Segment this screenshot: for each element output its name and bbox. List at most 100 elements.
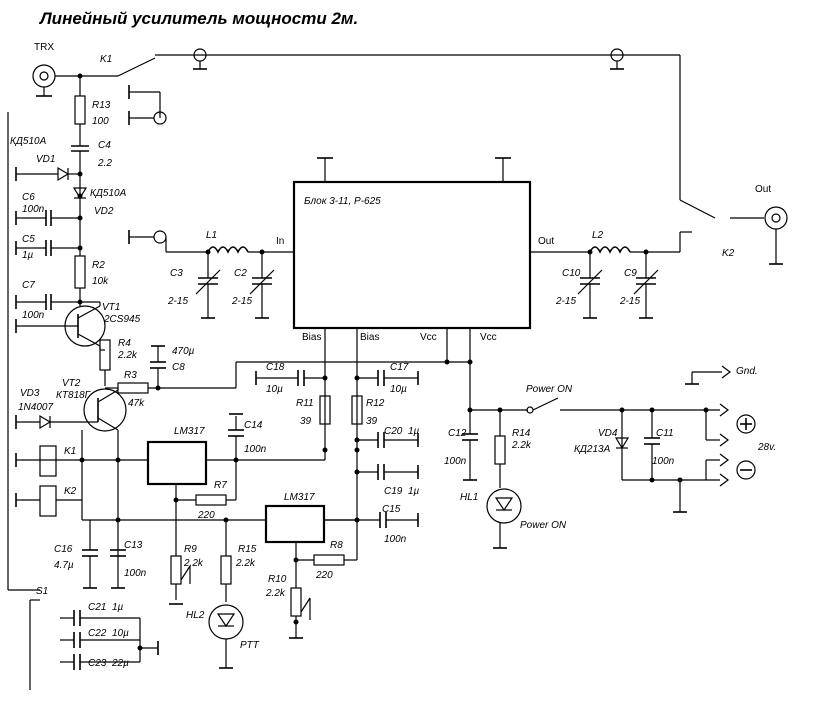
c16-label: C16: [54, 544, 73, 555]
r3-value: 47k: [128, 398, 145, 409]
power-switch-label: Power ON: [526, 384, 573, 395]
r10: [290, 587, 302, 617]
vt2: [83, 388, 127, 432]
c9-value: 2-15: [619, 296, 640, 307]
c6-label: C6: [22, 192, 35, 203]
vcc1-label: Vcc: [420, 332, 437, 343]
c22-value: 10µ: [112, 628, 129, 639]
vt1: [22, 302, 106, 347]
c8-value: 470µ: [172, 346, 195, 357]
r8-label: R8: [330, 540, 343, 551]
r13-value: 100: [92, 116, 109, 127]
r4-label: R4: [118, 338, 131, 349]
block-out-label: Out: [538, 236, 554, 247]
r9-label: R9: [184, 544, 197, 555]
c10-label: C10: [562, 268, 581, 279]
vt1-label: VT1: [102, 302, 120, 313]
vd2: [72, 187, 88, 200]
c21-value: 1µ: [112, 602, 124, 613]
c11-label: C11: [656, 428, 674, 439]
c7-value: 100n: [22, 310, 45, 321]
c9-label: C9: [624, 268, 637, 279]
block-name: Блок 3-11, Р-625: [304, 196, 381, 207]
c23-value: 22µ: [111, 658, 129, 669]
trx-label: TRX: [34, 42, 54, 53]
vd1: [57, 166, 70, 182]
c13-value: 100n: [124, 568, 147, 579]
vd2-type: КД510А: [90, 188, 127, 199]
r14-value: 2.2k: [511, 440, 532, 451]
r11-value: 39: [300, 416, 312, 427]
vd1-type: КД510А: [10, 136, 47, 147]
c13-label: C13: [124, 540, 143, 551]
r8: [313, 554, 345, 566]
c10-value: 2-15: [555, 296, 576, 307]
c2-value: 2-15: [231, 296, 252, 307]
c22-label: C22: [88, 628, 107, 639]
r2: [74, 255, 86, 289]
plus-terminal-icon: [736, 414, 756, 434]
c23-label: C23: [88, 658, 107, 669]
vt2-type: КТ818Г: [56, 390, 92, 401]
c4-value: 2.2: [97, 158, 112, 169]
terminal-block: [719, 403, 729, 487]
vd4-type: КД213А: [574, 444, 611, 455]
r7: [195, 494, 227, 506]
r9: [170, 555, 182, 585]
l1: [207, 246, 249, 254]
c3-value: 2-15: [167, 296, 188, 307]
r11: [319, 395, 331, 425]
r2-label: R2: [92, 260, 105, 271]
c5-value: 1µ: [22, 250, 34, 261]
c12-value: 100n: [444, 456, 467, 467]
r4: [99, 339, 111, 371]
c18-value: 10µ: [266, 384, 283, 395]
out-connector: [764, 206, 788, 265]
hl1-label: HL1: [460, 492, 478, 503]
gnd-label: Gnd.: [736, 366, 758, 377]
r4-value: 2.2k: [117, 350, 138, 361]
r15: [220, 555, 232, 585]
r15-label: R15: [238, 544, 257, 555]
power-switch[interactable]: [532, 397, 559, 411]
c16-value: 4.7µ: [54, 560, 74, 571]
block-in-label: In: [276, 236, 284, 247]
lm317-1: [146, 440, 208, 486]
minus-terminal-icon: [736, 460, 756, 480]
r12: [351, 395, 363, 425]
c19-label: C19: [384, 486, 403, 497]
vd3-label: VD3: [20, 388, 40, 399]
r9-value: 2.2k: [183, 558, 204, 569]
c19-value: 1µ: [408, 486, 420, 497]
c7-label: C7: [22, 280, 35, 291]
vd4: [614, 437, 630, 450]
c15-value: 100n: [384, 534, 407, 545]
lm317-1-label: LM317: [174, 426, 205, 437]
r14: [494, 435, 506, 465]
c12-label: C12: [448, 428, 467, 439]
c14-value: 100n: [244, 444, 267, 455]
k2-label: K2: [722, 248, 735, 259]
r3-label: R3: [124, 370, 137, 381]
c6-value: 100n: [22, 204, 45, 215]
c11-value: 100n: [652, 456, 675, 467]
hl2-label: HL2: [186, 610, 205, 621]
hl1-led: [486, 488, 522, 524]
r13-label: R13: [92, 100, 111, 111]
bias1-label: Bias: [302, 332, 321, 343]
r13: [74, 95, 86, 125]
vd4-label: VD4: [598, 428, 618, 439]
c15-label: C15: [382, 504, 401, 515]
r15-value: 2.2k: [235, 558, 256, 569]
vd3: [39, 414, 52, 430]
supply-voltage-label: 28v.: [757, 442, 776, 453]
r7-label: R7: [214, 480, 227, 491]
k1-label: K1: [100, 54, 112, 65]
c3-label: C3: [170, 268, 183, 279]
r7-value: 220: [197, 510, 215, 521]
diagram-title: Линейный усилитель мощности 2м.: [38, 9, 358, 28]
r10-value: 2.2k: [265, 588, 286, 599]
c20-label: C20: [384, 426, 403, 437]
l2: [589, 246, 631, 254]
trx-connector: [32, 64, 80, 97]
